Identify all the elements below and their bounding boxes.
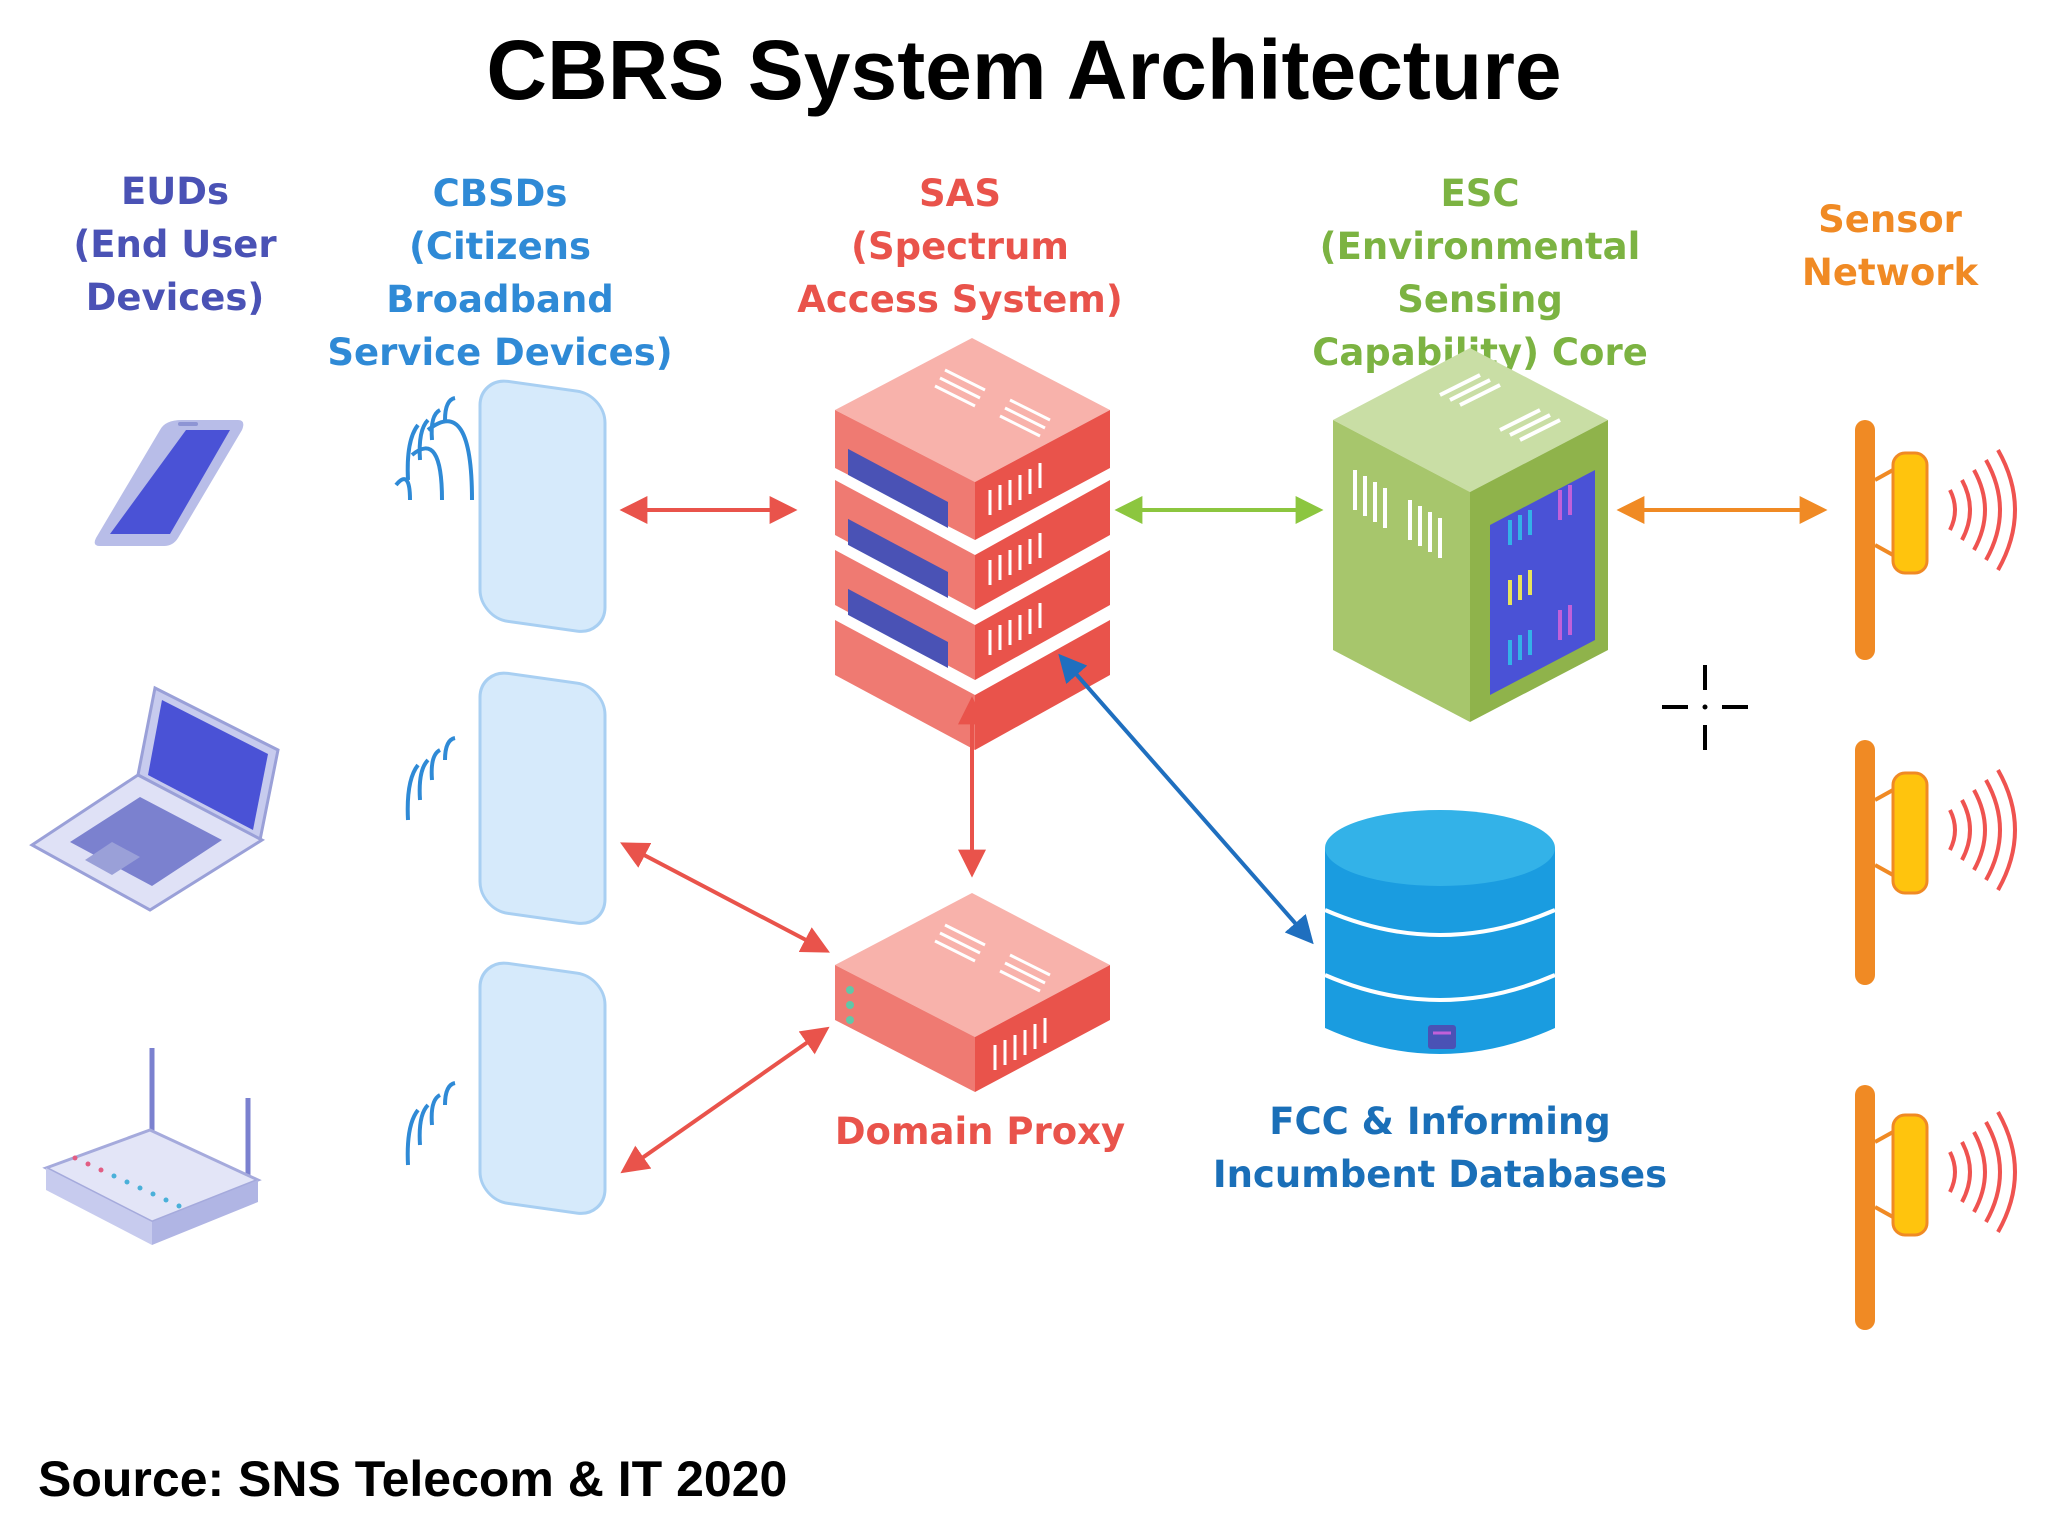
laptop-icon (29, 685, 280, 912)
server-tower-icon (1333, 348, 1608, 722)
euds-label: EUDs (End User Devices) (73, 170, 277, 319)
crosshair-cursor-icon (1662, 665, 1748, 750)
arrow-cbsd-proxy-top (620, 842, 830, 953)
server-icon (835, 893, 1110, 1092)
domain-proxy-label: Domain Proxy (834, 1110, 1126, 1153)
fcc-db-label: FCC & Informing Incumbent Databases (1212, 1100, 1668, 1196)
router-icon (42, 1048, 262, 1245)
arrow-cbsd-proxy-bottom (620, 1026, 830, 1174)
antenna-icon (1855, 420, 2017, 660)
server-stack-icon (835, 338, 1110, 750)
arrow-sas-database (1058, 653, 1314, 945)
esc-label: ESC (Environmental Sensing Capability) C… (1312, 172, 1648, 374)
sas-label: SAS (Spectrum Access System) (797, 172, 1123, 321)
access-point-icon (405, 961, 607, 1215)
antenna-icon (1855, 1085, 2017, 1330)
antenna-icon (1855, 740, 2017, 985)
access-point-icon (394, 379, 607, 633)
source-caption: Source: SNS Telecom & IT 2020 (38, 1451, 788, 1507)
diagram-title: CBRS System Architecture (486, 23, 1562, 117)
access-point-icon (405, 671, 607, 925)
smartphone-icon (94, 420, 244, 546)
sensor-label: Sensor Network (1801, 198, 1979, 294)
cbsds-label: CBSDs (Citizens Broadband Service Device… (327, 172, 673, 374)
database-icon (1324, 810, 1556, 1054)
